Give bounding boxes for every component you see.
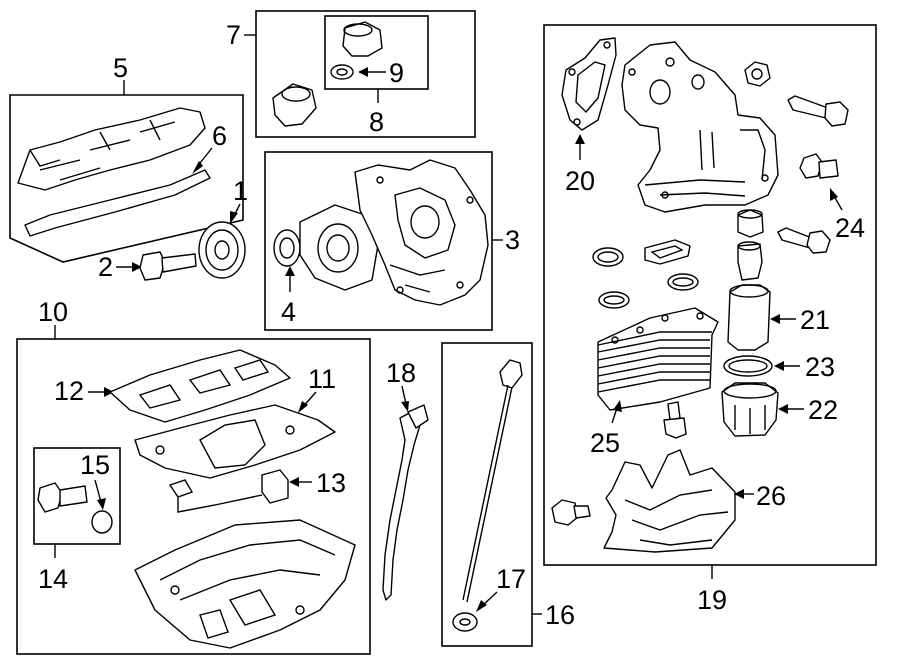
group-19-box — [543, 24, 877, 566]
callout-20: 20 — [565, 166, 595, 196]
callout-16: 16 — [545, 600, 575, 630]
callout-11: 11 — [308, 364, 336, 394]
cooler-fitting-part — [667, 401, 681, 421]
plug-upper-part — [342, 21, 383, 57]
group-10-box — [16, 338, 371, 655]
callout-12: 12 — [54, 376, 84, 406]
bushing-part — [737, 209, 764, 238]
oring-b-part — [667, 273, 699, 291]
callout-25: 25 — [590, 428, 620, 458]
oil-level-sensor-part — [261, 469, 289, 504]
oring-a-part — [592, 247, 624, 267]
group-7-plugs: 7 8 9 — [226, 10, 476, 138]
group-10-oil-pan: 10 12 11 13 14 15 — [16, 297, 371, 655]
dipstick-oring-part — [452, 612, 478, 632]
callout-2: 2 — [98, 252, 113, 282]
dipstick-tube-18: 18 — [382, 358, 429, 601]
bracket-bolt-part — [551, 499, 579, 526]
nut-part — [744, 61, 771, 87]
callout-13: 13 — [316, 468, 346, 498]
group-16-box — [441, 342, 533, 647]
drain-plug-part — [37, 482, 63, 513]
group-3-timing-cover: 3 4 — [264, 151, 520, 331]
baffle-gasket-part — [109, 349, 291, 423]
callout-24: 24 — [835, 213, 865, 243]
callout-23: 23 — [805, 352, 835, 382]
callout-18: 18 — [386, 358, 416, 388]
callout-22: 22 — [808, 395, 838, 425]
callout-26: 26 — [756, 481, 786, 511]
dipstick-tube-part — [382, 409, 421, 601]
oil-cooler-part — [597, 307, 719, 411]
callout-3: 3 — [505, 225, 520, 255]
callout-1: 1 — [233, 176, 248, 206]
housing-gasket-part — [561, 37, 617, 131]
cover-seal-part — [24, 169, 211, 237]
seal-4-part — [273, 229, 301, 267]
windage-tray-part — [134, 404, 336, 479]
front-plate-part — [299, 204, 379, 291]
callout-21: 21 — [800, 305, 830, 335]
group-5-box — [9, 94, 244, 263]
group-19-oil-filter-housing: 19 20 24 — [543, 24, 877, 615]
engine-cover-part — [17, 107, 206, 191]
fitting-24-part — [799, 153, 823, 179]
callout-9: 9 — [389, 58, 404, 88]
pulley-and-bolt: 1 2 — [98, 176, 248, 282]
housing-bolt-part — [787, 95, 829, 119]
callout-4: 4 — [281, 297, 296, 327]
plug-lower-part — [272, 83, 317, 127]
callout-8: 8 — [369, 107, 384, 137]
callout-6: 6 — [212, 121, 227, 151]
callout-19: 19 — [697, 585, 727, 615]
group-16-dipstick: 16 17 — [441, 342, 575, 647]
filter-insert-part — [737, 243, 763, 281]
oil-filter-housing-part — [621, 41, 779, 213]
callout-15: 15 — [80, 450, 110, 480]
timing-cover-part — [354, 159, 489, 306]
filter-oring-part — [723, 355, 773, 377]
callout-17: 17 — [496, 564, 526, 594]
callout-7: 7 — [226, 20, 241, 50]
group-3-box — [264, 151, 493, 331]
callout-10: 10 — [38, 297, 68, 327]
seal-ring-9-part — [330, 64, 354, 80]
group-14-box — [33, 447, 121, 545]
dipstick-handle-part — [499, 359, 523, 389]
callout-14: 14 — [38, 564, 68, 594]
callout-5: 5 — [113, 53, 128, 83]
drain-washer-part — [91, 510, 113, 534]
group-5-engine-cover: 5 6 — [9, 53, 244, 263]
group-7-box — [255, 10, 476, 138]
oil-pan-part — [134, 519, 356, 649]
bolt-part — [139, 251, 166, 281]
oring-c-part — [598, 291, 630, 309]
oval-seal-part — [644, 239, 691, 265]
